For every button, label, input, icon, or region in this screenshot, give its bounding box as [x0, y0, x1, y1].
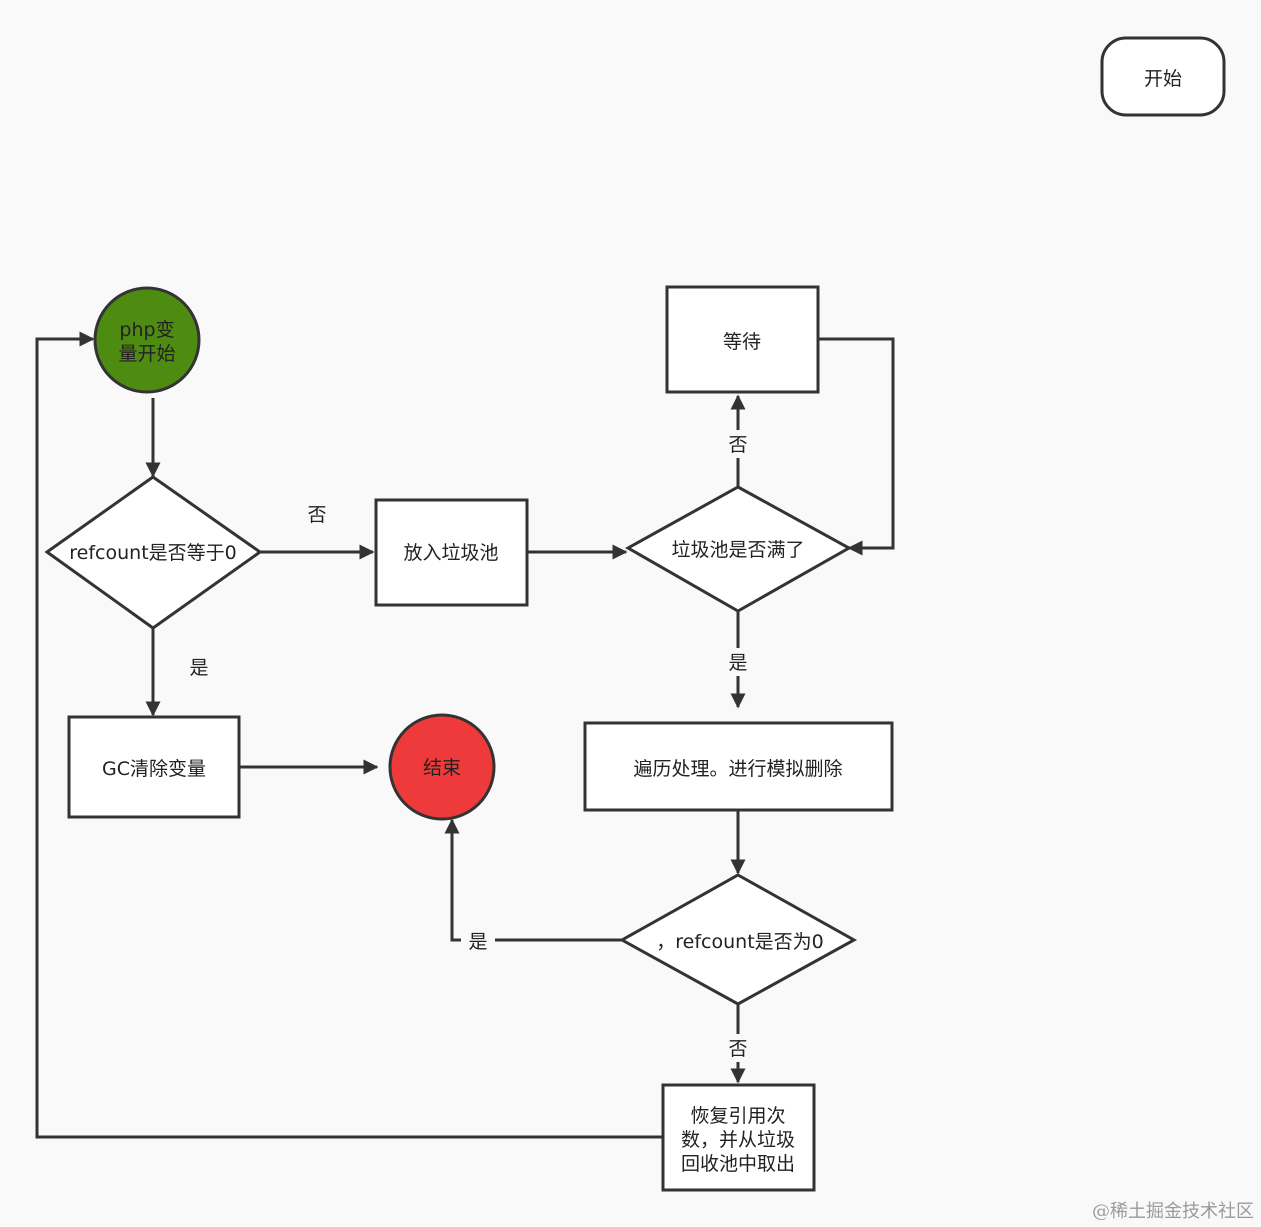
- wait-node: 等待: [665, 285, 820, 394]
- legend-start-node: 开始: [1100, 36, 1226, 117]
- php-start-node: php变 量开始: [93, 286, 201, 394]
- watermark: @稀土掘金技术社区: [1092, 1201, 1254, 1222]
- refcount-zero-check-label: ，refcount是否为0: [656, 931, 823, 953]
- edge-restore-to-php-start: [35, 331, 663, 1139]
- php-start-label-line1: php变: [119, 319, 174, 341]
- traverse-node: 遍历处理。进行模拟删除: [583, 721, 894, 812]
- edge-label-no-to-wait: 否: [728, 434, 747, 456]
- edge-wait-to-pool-full-check: [818, 337, 895, 556]
- end-label: 结束: [423, 757, 461, 779]
- traverse-label: 遍历处理。进行模拟删除: [633, 758, 842, 780]
- gc-clear-label: GC清除变量: [102, 758, 206, 780]
- restore-label-line2: 数，并从垃圾: [681, 1129, 795, 1151]
- end-node: 结束: [388, 713, 496, 821]
- put-in-pool-node: 放入垃圾池: [374, 498, 529, 607]
- edge-labels: 否 是 否 是 是 否: [182, 430, 755, 1062]
- refcount-check-label: refcount是否等于0: [69, 542, 236, 564]
- edge-label-yes-to-traverse: 是: [728, 652, 747, 674]
- edge-label-no-to-restore: 否: [728, 1038, 747, 1060]
- php-start-label-line2: 量开始: [118, 343, 175, 365]
- gc-clear-node: GC清除变量: [67, 715, 241, 819]
- legend-start-label: 开始: [1144, 68, 1182, 90]
- edge-label-yes-to-end: 是: [468, 931, 487, 953]
- nodes: 开始 php变 量开始 refcount是否等于0 放入垃圾池 垃圾池是否满了 …: [44, 36, 1226, 1192]
- edge-label-no-to-pool: 否: [307, 504, 326, 526]
- restore-label-line1: 恢复引用次: [690, 1105, 785, 1127]
- restore-node: 恢复引用次 数，并从垃圾 回收池中取出: [661, 1083, 816, 1192]
- edge-refcount-zero-check-to-end: [444, 818, 622, 942]
- put-in-pool-label: 放入垃圾池: [403, 542, 498, 564]
- pool-full-check-decision: 垃圾池是否满了: [624, 485, 853, 613]
- restore-label-line3: 回收池中取出: [681, 1153, 795, 1175]
- pool-full-check-label: 垃圾池是否满了: [671, 539, 804, 561]
- wait-label: 等待: [723, 331, 761, 353]
- refcount-check-decision: refcount是否等于0: [44, 475, 263, 630]
- refcount-zero-check-decision: ，refcount是否为0: [618, 873, 858, 1006]
- edge-label-yes-to-gc: 是: [189, 657, 208, 679]
